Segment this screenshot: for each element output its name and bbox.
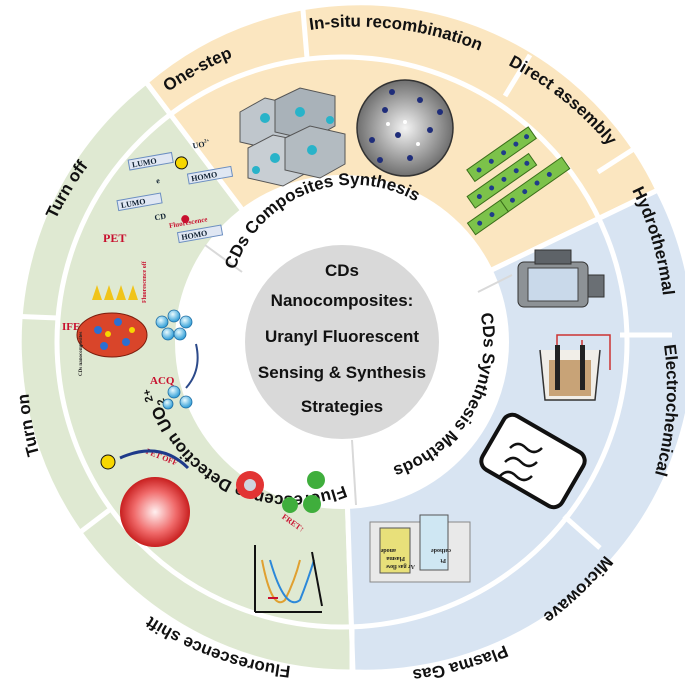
hydrothermal-autoclave-illustration	[517, 249, 605, 308]
pet-electron-label: e	[155, 176, 161, 186]
pet-homo-low: HOMO	[181, 229, 208, 242]
center-text: CDs Nanocomposites: Uranyl Fluorescent S…	[258, 261, 426, 416]
center-line-5: Strategies	[301, 397, 383, 416]
microwave-tablet-illustration	[479, 412, 587, 510]
pet-lumo-high: LUMO	[131, 156, 157, 169]
ife-cds-label: CDs nanocomposites	[79, 332, 84, 376]
rod-assembly-illustration	[466, 126, 571, 236]
pet-energy-panel: PET LUMO LUMO HOMO HOMO CD Fluorescence …	[103, 139, 234, 245]
inner-ring-separators	[204, 244, 513, 506]
pet-homo-high: HOMO	[191, 170, 218, 183]
pet-label: PET	[103, 231, 126, 245]
plasma-ar-label: Ar gas flow	[385, 563, 415, 569]
band-divider	[54, 54, 630, 630]
outer-band-dividers	[7, 9, 672, 678]
acq-label: ACQ	[150, 375, 175, 387]
plasma-label: Plasma	[386, 555, 405, 561]
center-line-4: Sensing & Synthesis	[258, 363, 426, 382]
center-line-3: Uranyl Fluorescent	[265, 327, 419, 346]
pet-lumo-low: LUMO	[120, 197, 146, 210]
turn-on-panel: PET OFF FRET↑	[100, 447, 325, 547]
center-line-1: CDs	[325, 261, 359, 280]
plasma-apparatus-illustration: Ar gas flow Plasma Pt cathode anode	[369, 514, 471, 583]
fluorescence-shift-chart-icon	[254, 545, 323, 613]
plasma-pt-label: Pt	[440, 557, 446, 563]
plasma-anode-label: anode	[380, 547, 396, 553]
electrochemical-cell-illustration	[539, 334, 611, 401]
ife-fluorescence-off: Fluorescence off	[142, 260, 148, 303]
center-disc	[239, 239, 445, 445]
ife-label: IFE	[62, 321, 80, 333]
pet-uo2-label: UO2+	[192, 139, 211, 151]
ife-acq-panel: IFE Fluorescence off CDs nanocomposites …	[62, 260, 199, 410]
plasma-cathode-label: cathode	[431, 547, 451, 553]
hexagon-cluster-illustration	[239, 87, 346, 187]
porous-disk-illustration	[356, 79, 454, 177]
pet-cd-label: CD	[154, 211, 167, 222]
center-line-2: Nanocomposites:	[271, 291, 414, 310]
